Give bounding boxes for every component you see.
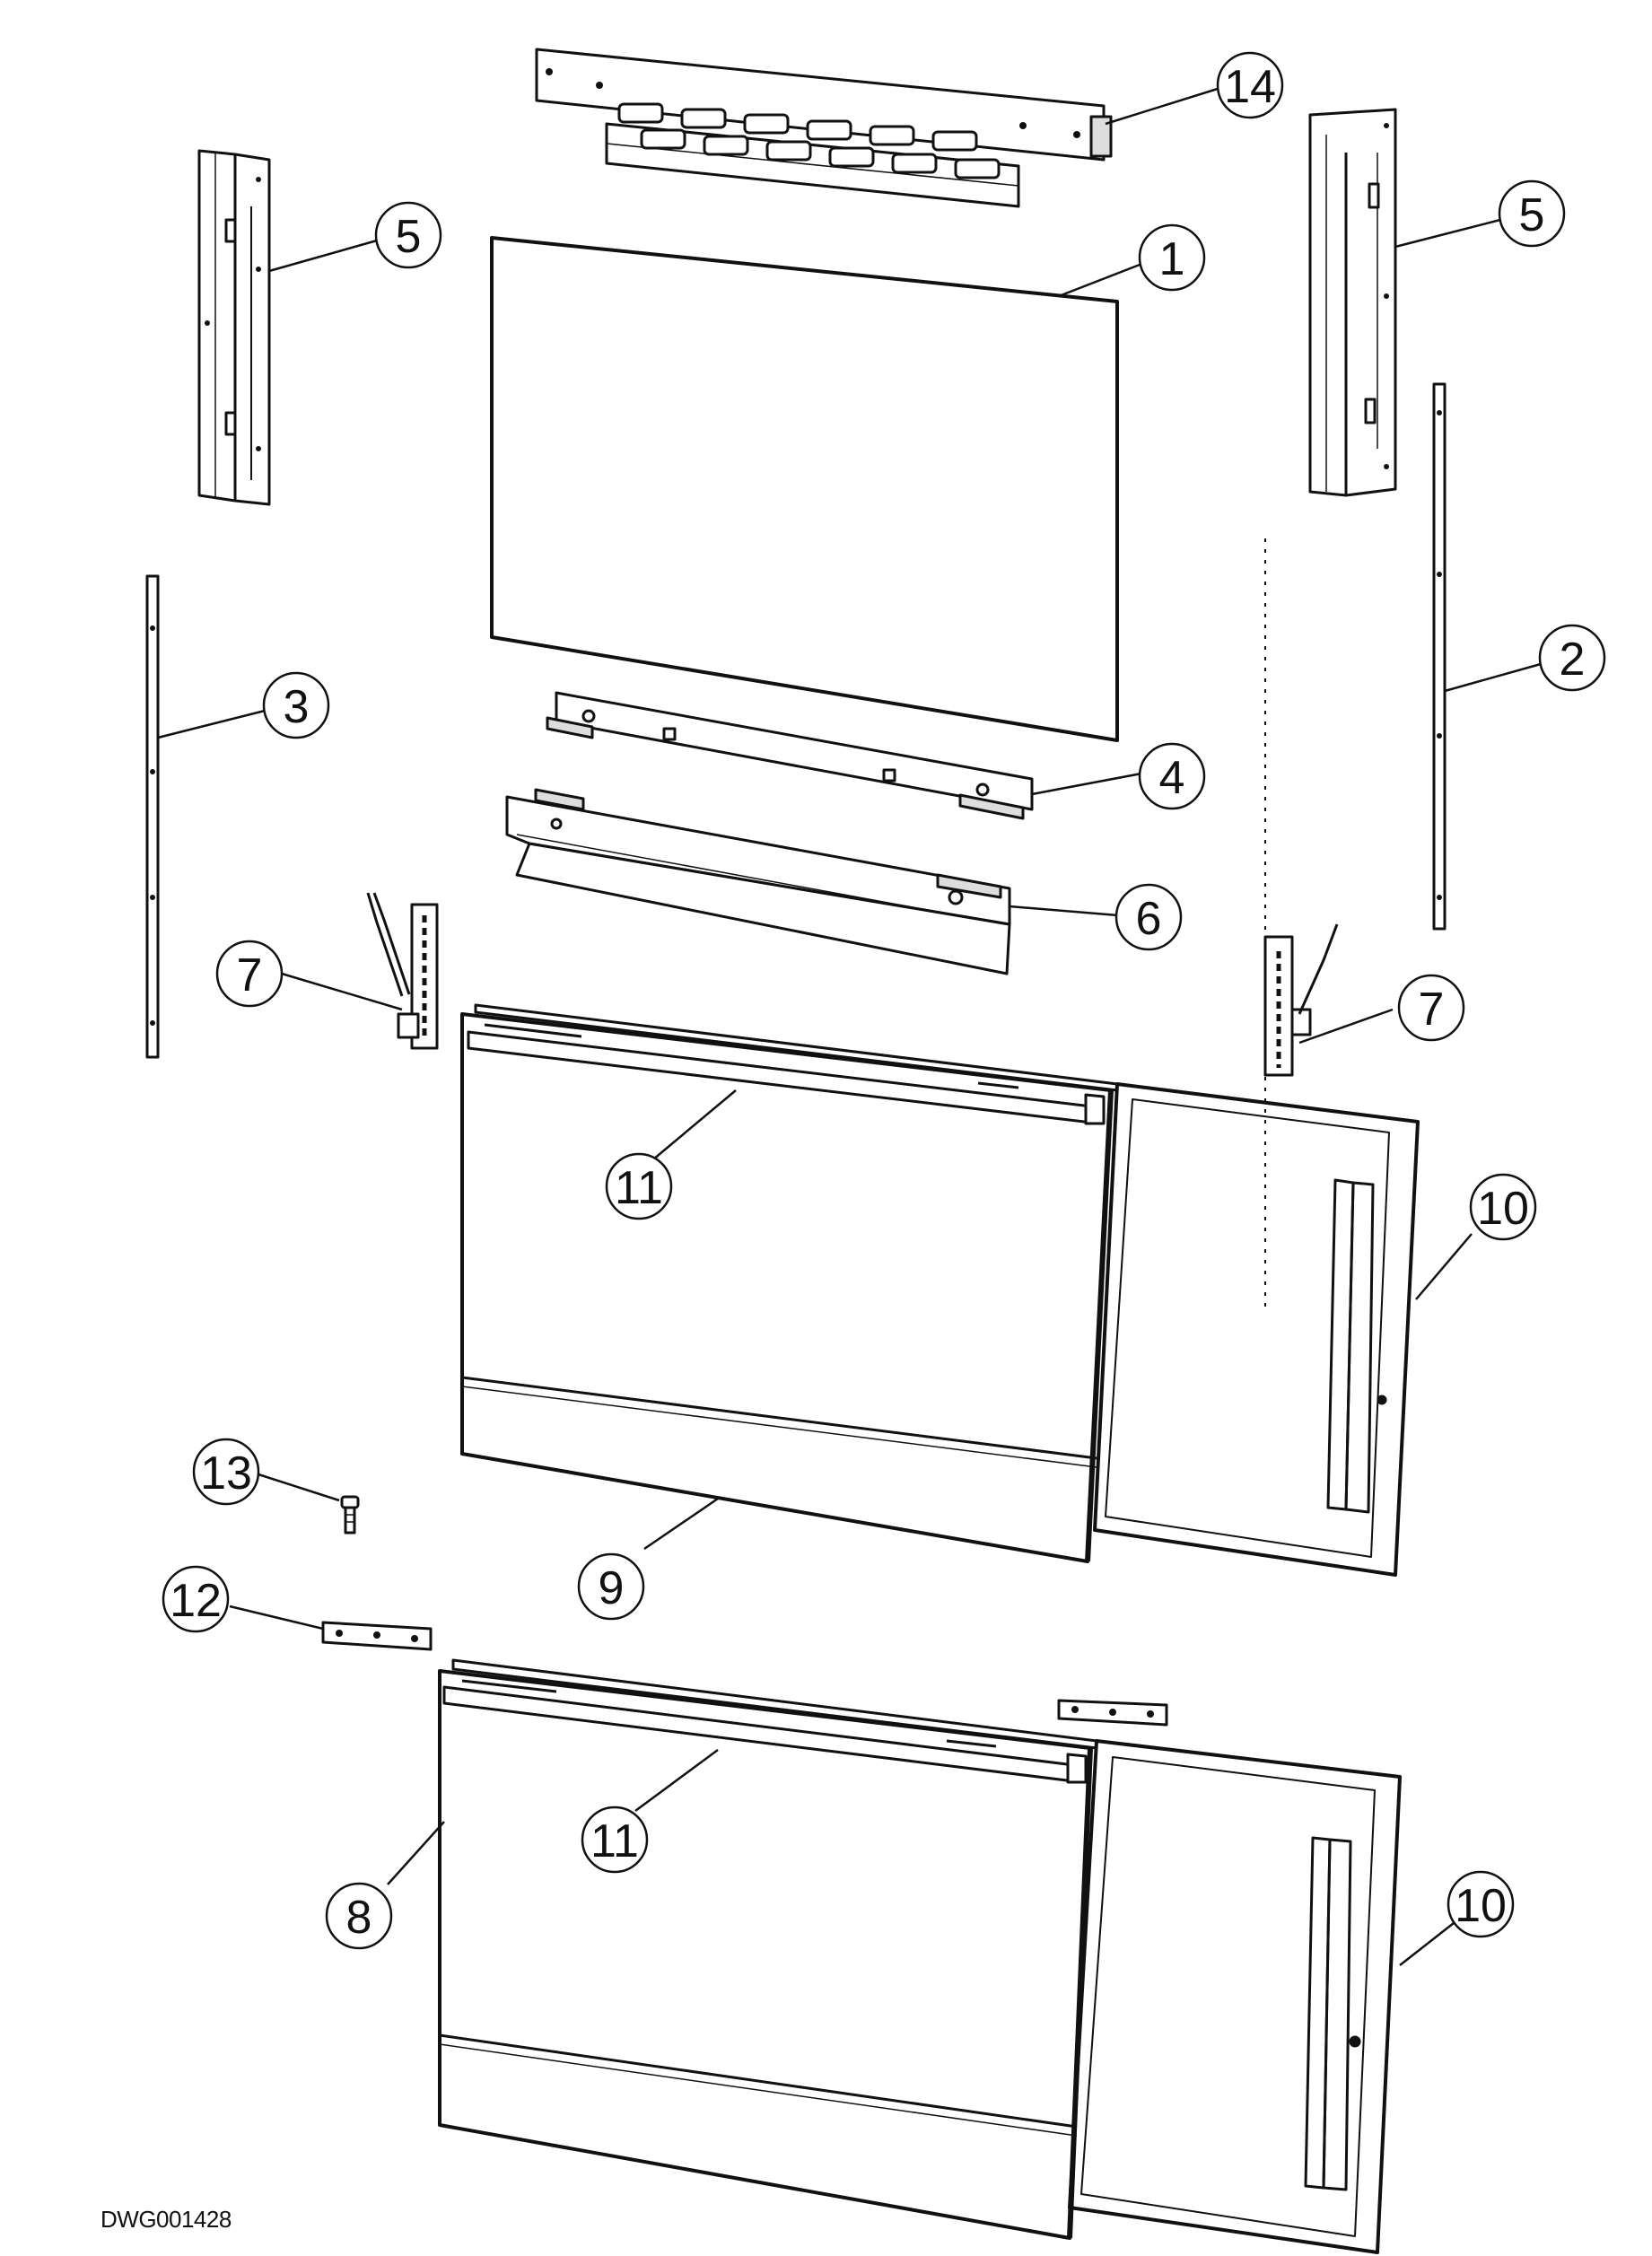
part-1-glass-panel	[490, 236, 1119, 742]
callout-1: 1	[1159, 233, 1185, 285]
part-3-left-trim-strip	[145, 574, 160, 1059]
part-6-trim-channel	[505, 788, 1011, 975]
callout-5-left: 5	[396, 211, 422, 263]
callout-10-lower: 10	[1455, 1880, 1507, 1932]
part-13-screw	[340, 1495, 360, 1535]
callout-14: 14	[1224, 61, 1276, 113]
part-11-upper-door-handle	[467, 1023, 1106, 1125]
part-7-right-hinge	[1263, 923, 1339, 1077]
part-8-lower-door-front	[438, 1658, 1098, 2240]
callout-7-right: 7	[1419, 984, 1445, 1036]
leader-lines	[157, 86, 1542, 1966]
callout-7-left: 7	[237, 949, 263, 1001]
part-4-channel-bracket	[546, 691, 1034, 820]
callout-13: 13	[200, 1447, 252, 1500]
part-5-right-side-rail	[1308, 108, 1397, 497]
part-11-lower-door-handle	[442, 1679, 1088, 1784]
callout-11-upper: 11	[615, 1162, 663, 1214]
part-10-upper-door-liner	[1093, 1082, 1420, 1577]
callout-12: 12	[170, 1575, 222, 1627]
part-9-upper-door-front	[460, 1003, 1119, 1563]
part-7-left-hinge	[366, 892, 439, 1050]
part-14-top-bracket	[535, 48, 1113, 208]
callout-10-upper: 10	[1477, 1183, 1529, 1235]
part-5-left-side-rail	[197, 149, 271, 506]
callout-circles	[162, 51, 1606, 1950]
part-2-right-trim-strip	[1432, 382, 1447, 931]
callout-6: 6	[1136, 893, 1162, 945]
drawing-id-label: DWG001428	[101, 2206, 232, 2233]
callout-3: 3	[284, 681, 310, 733]
part-12-hinge-plate-right	[1057, 1699, 1168, 1727]
callout-2: 2	[1560, 634, 1586, 686]
part-10-lower-door-liner	[1068, 1739, 1402, 2254]
callout-11-lower: 11	[590, 1815, 639, 1867]
callout-5-right: 5	[1519, 189, 1545, 241]
callout-9: 9	[599, 1562, 625, 1614]
part-12-hinge-plate-left	[321, 1621, 433, 1651]
callout-4: 4	[1159, 752, 1185, 804]
callout-8: 8	[346, 1892, 372, 1944]
